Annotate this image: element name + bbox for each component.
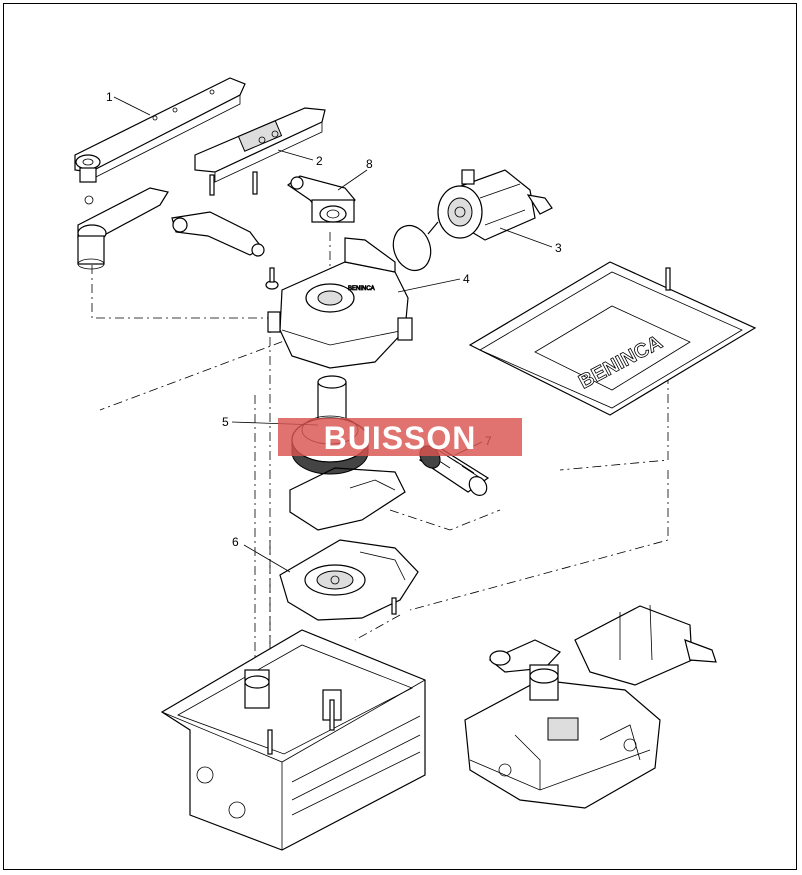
- callout-4: 4: [463, 272, 470, 286]
- part-4-cover: BENINCA: [267, 237, 413, 369]
- assembled-operator: [464, 604, 717, 809]
- callout-5: 5: [222, 415, 229, 429]
- part-8-bracket: [286, 175, 356, 223]
- leader-6: [243, 544, 291, 573]
- cover-brand-text: BENINCA: [348, 286, 375, 292]
- gasket: [289, 467, 406, 531]
- brand-plate: BENINCA: [468, 261, 757, 416]
- leader-2: [277, 149, 314, 161]
- leader-3: [499, 227, 553, 248]
- part-6-housing: [279, 539, 419, 621]
- o-ring: [392, 224, 432, 272]
- leader-1: [113, 96, 151, 116]
- watermark-text: BUISSON: [324, 420, 477, 456]
- part-3-motor: [427, 169, 553, 241]
- gasket-inner-line: [349, 479, 396, 491]
- drawing-frame: [3, 3, 797, 870]
- screw-icon: [269, 267, 275, 283]
- callout-8: 8: [366, 157, 373, 171]
- leader-8: [337, 169, 368, 191]
- callout-2: 2: [316, 154, 323, 168]
- callout-3: 3: [555, 241, 562, 255]
- leader-4: [397, 278, 461, 293]
- watermark: BUISSON: [278, 418, 522, 456]
- callout-1: 1: [106, 90, 113, 104]
- part-1-arm: [74, 77, 326, 270]
- foundation-box: [160, 629, 426, 851]
- callout-6: 6: [232, 535, 239, 549]
